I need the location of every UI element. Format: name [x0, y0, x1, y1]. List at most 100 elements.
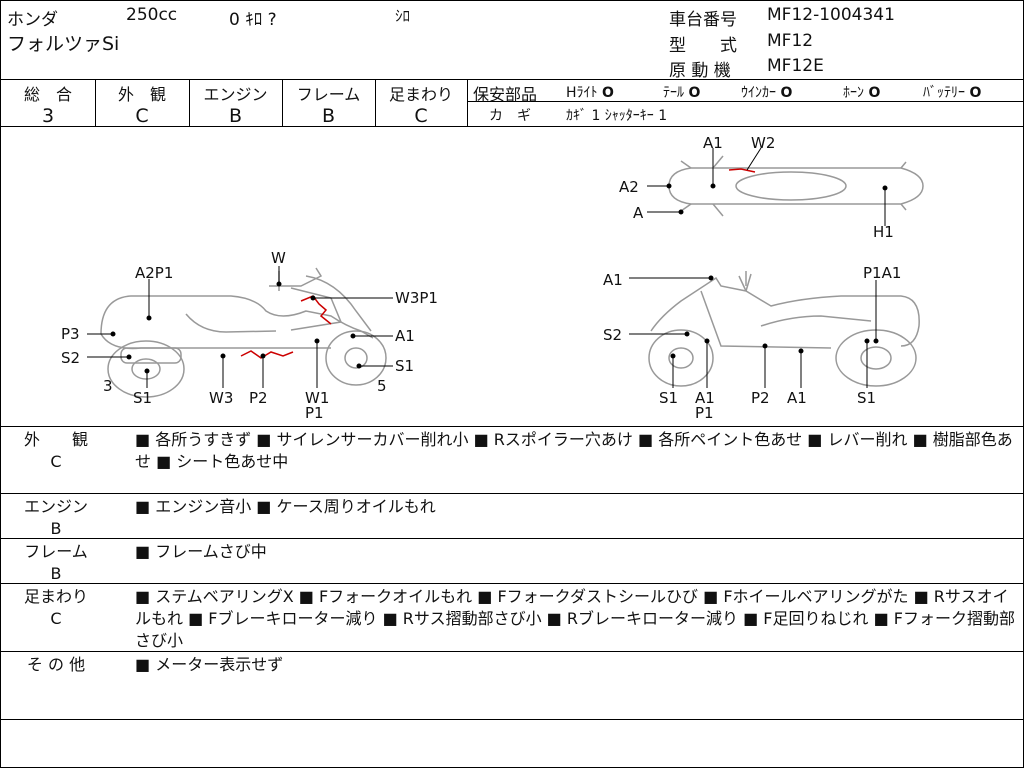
divider	[375, 79, 376, 126]
engine-label: 原 動 機	[669, 61, 731, 81]
diagram-label: A1	[787, 389, 807, 407]
grade-label: 外 観	[117, 85, 166, 104]
safety-mark: O	[868, 85, 881, 101]
grade-value: B	[228, 105, 243, 127]
diagram-label: W	[271, 249, 286, 267]
grade-overall: 総 合 3	[1, 81, 95, 127]
divider	[1, 126, 1023, 127]
grade-frame: フレーム B	[282, 81, 375, 127]
grade-value: C	[135, 105, 149, 127]
section-label: エンジン	[23, 497, 88, 516]
safety-horn: ﾎｰﾝ O	[843, 82, 880, 102]
model-name: フォルツァSi	[7, 33, 120, 55]
section-suspension-text: ■ ステムベアリングX ■ Fフォークオイルもれ ■ Fフォークダストシールひび…	[135, 587, 1015, 650]
safety-item-name: ﾃｰﾙ	[663, 85, 684, 101]
safety-item-name: ﾊﾞｯﾃﾘｰ	[923, 85, 965, 101]
grade-value: 3	[41, 105, 55, 127]
diagram-label: S1	[659, 389, 679, 407]
diagram-label: S1	[133, 389, 153, 407]
safety-headlight: Hﾗｲﾄ O	[566, 82, 614, 102]
key-label: カ ギ	[489, 108, 531, 124]
divider	[1, 493, 1023, 494]
divider	[1, 651, 1023, 652]
grade-label: 総 合	[23, 85, 72, 104]
divider	[1, 583, 1023, 584]
divider	[467, 101, 1023, 102]
divider	[467, 79, 468, 126]
section-frame-text: ■ フレームさび中	[135, 542, 267, 561]
divider	[1, 719, 1023, 720]
divider	[1, 79, 1023, 80]
section-engine-text: ■ エンジン音小 ■ ケース周りオイルもれ	[135, 497, 436, 516]
section-suspension-label: 足まわり C	[1, 586, 111, 630]
divider	[1, 538, 1023, 539]
diagram-label: P1	[695, 404, 714, 422]
diagram-label: P1A1	[863, 264, 902, 282]
section-label: フレーム	[24, 542, 88, 561]
diagram-label: S2	[61, 349, 81, 367]
diagram-label: A1	[395, 327, 415, 345]
divider	[282, 79, 283, 126]
grade-label: フレーム	[296, 85, 361, 104]
diagram-label: P3	[61, 325, 80, 343]
section-other-text: ■ メーター表示せず	[135, 655, 284, 674]
diagram-label: P1	[305, 404, 324, 422]
safety-label: 保安部品	[473, 85, 538, 104]
safety-item-name: Hﾗｲﾄ	[566, 85, 598, 101]
color: ｼﾛ	[395, 7, 411, 25]
grade-value: C	[414, 105, 428, 127]
safety-mark: O	[601, 85, 614, 101]
safety-item-name: ｳｲﾝｶｰ	[741, 85, 776, 101]
grade-exterior: 外 観 C	[95, 81, 189, 127]
diagram-label: 3	[103, 377, 113, 395]
grade-suspension: 足まわり C	[375, 81, 467, 127]
diagram-label: W3P1	[395, 289, 438, 307]
diagram-label: 5	[377, 377, 387, 395]
maker: ホンダ	[7, 10, 58, 30]
diagram-label: A1	[695, 389, 715, 407]
section-frame-label: フレーム B	[1, 541, 111, 585]
safety-winker: ｳｲﾝｶｰ O	[741, 82, 792, 102]
section-exterior-label: 外 観 C	[1, 429, 111, 473]
diagram-label: S1	[395, 357, 415, 375]
frame-no: MF12-1004341	[767, 5, 895, 25]
grade-engine: エンジン B	[189, 81, 282, 127]
section-exterior-text: ■ 各所うすきず ■ サイレンサーカバー削れ小 ■ Rスポイラー穴あけ ■ 各所…	[135, 430, 1013, 471]
section-engine-label: エンジン B	[1, 496, 111, 540]
section-grade: C	[50, 609, 62, 628]
safety-tail: ﾃｰﾙ O	[663, 82, 700, 102]
section-label: 足まわり	[23, 587, 88, 606]
diagram-label: W2	[751, 134, 776, 152]
mileage: 0 ｷﾛ ?	[229, 10, 277, 30]
frame-no-label: 車台番号	[669, 10, 737, 30]
grade-value: B	[321, 105, 336, 127]
diagram-label: H1	[873, 223, 894, 241]
diagram-label: W3	[209, 389, 234, 407]
type-value: MF12	[767, 31, 814, 51]
diagram-label: S2	[603, 326, 623, 344]
safety-mark: O	[969, 85, 982, 101]
diagram-label: P2	[751, 389, 770, 407]
diagram-label: W1	[305, 389, 330, 407]
diagram-label: A2P1	[135, 264, 174, 282]
divider	[1, 426, 1023, 427]
safety-battery: ﾊﾞｯﾃﾘｰ O	[923, 82, 981, 102]
scooter-diagram	[87, 147, 924, 398]
diagram-label: S1	[857, 389, 877, 407]
engine-value: MF12E	[767, 56, 824, 76]
safety-mark: O	[780, 85, 793, 101]
divider	[189, 79, 190, 126]
section-grade: C	[50, 452, 62, 471]
section-label: そ の 他	[26, 655, 86, 674]
section-grade: B	[50, 519, 62, 538]
safety-mark: O	[688, 85, 701, 101]
section-label: 外 観	[23, 430, 88, 449]
grade-label: エンジン	[203, 85, 268, 104]
type-label: 型 式	[669, 36, 737, 56]
diagram-label: A	[633, 204, 644, 222]
grade-label: 足まわり	[388, 85, 453, 104]
diagram-label: A2	[619, 178, 639, 196]
displacement: 250cc	[126, 5, 178, 25]
diagram-label: A1	[703, 134, 723, 152]
